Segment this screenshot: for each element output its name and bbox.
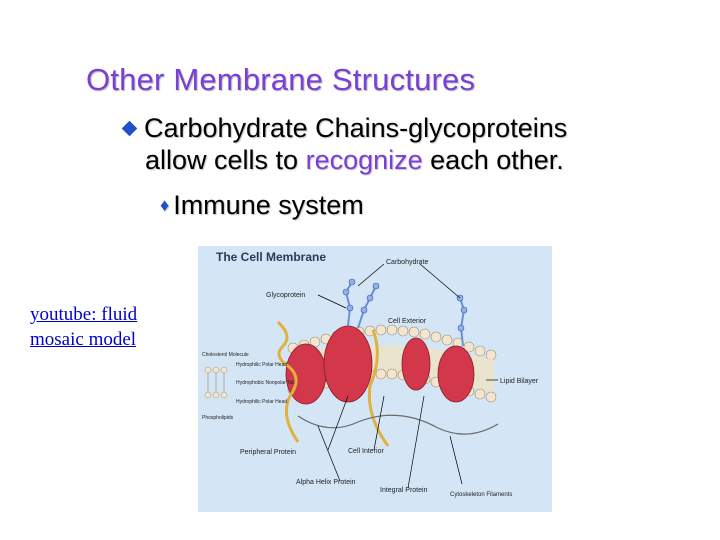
label-carbohydrate: Carbohydrate bbox=[386, 259, 429, 266]
label-lipid-bilayer: Lipid Bilayer bbox=[500, 378, 539, 385]
label-cholesterol: Cholesterol Molecule bbox=[202, 352, 249, 358]
diagram-heading: The Cell Membrane bbox=[216, 250, 326, 264]
label-cytoskeleton: Cytoskeleton Filaments bbox=[450, 492, 512, 498]
label-phospholipids: Phospholipids bbox=[202, 415, 234, 421]
label-glycoprotein: Glycoprotein bbox=[266, 292, 305, 299]
label-alpha-helix: Alpha Helix Protein bbox=[296, 479, 356, 486]
label-cell-exterior: Cell Exterior bbox=[388, 318, 427, 325]
alpha-helix-protein bbox=[276, 320, 300, 443]
label-peripheral-protein: Peripheral Protein bbox=[240, 449, 296, 456]
integral-proteins bbox=[285, 325, 475, 405]
bullet-text-part3: each other. bbox=[422, 145, 564, 175]
label-hydrophobic: Hydrophobic Nonpolar Tail bbox=[236, 380, 295, 386]
carbohydrate-units bbox=[342, 278, 468, 332]
label-hydrophilic-top: Hydrophilic Polar Head bbox=[236, 362, 287, 368]
bullet-term: Carbohydrate Chains bbox=[144, 113, 400, 143]
phospholipid-key bbox=[204, 366, 228, 399]
bullet-line2: allow cells to recognize each other. bbox=[145, 144, 567, 176]
sub-bullet-text: Immune system bbox=[173, 190, 364, 220]
label-hydrophilic-bottom: Hydrophilic Polar Head bbox=[236, 399, 287, 405]
youtube-fluid-mosaic-link[interactable]: youtube: fluid mosaic model bbox=[30, 304, 138, 350]
sub-bullet-immune-system: ♦Immune system bbox=[160, 190, 364, 221]
highlight-recognize: recognize bbox=[305, 145, 423, 175]
carbohydrate-chains bbox=[344, 281, 466, 347]
bullet-text-part1: -glycoproteins bbox=[399, 113, 568, 143]
label-cell-interior: Cell Interior bbox=[348, 448, 384, 455]
sub-bullet-diamond-icon: ♦ bbox=[160, 195, 170, 215]
bullet-carbohydrate-chains: Carbohydrate Chains-glycoproteins allow … bbox=[121, 112, 568, 176]
diamond-bullet-icon bbox=[121, 120, 138, 137]
bullet-text-part2: allow cells to bbox=[145, 145, 306, 175]
pointer-lines bbox=[317, 263, 498, 489]
cell-membrane-diagram: The Cell Membrane bbox=[198, 246, 552, 512]
label-integral-protein: Integral Protein bbox=[380, 487, 428, 494]
slide-title: Other Membrane Structures bbox=[86, 62, 476, 97]
cytoskeleton-filaments bbox=[297, 414, 499, 435]
